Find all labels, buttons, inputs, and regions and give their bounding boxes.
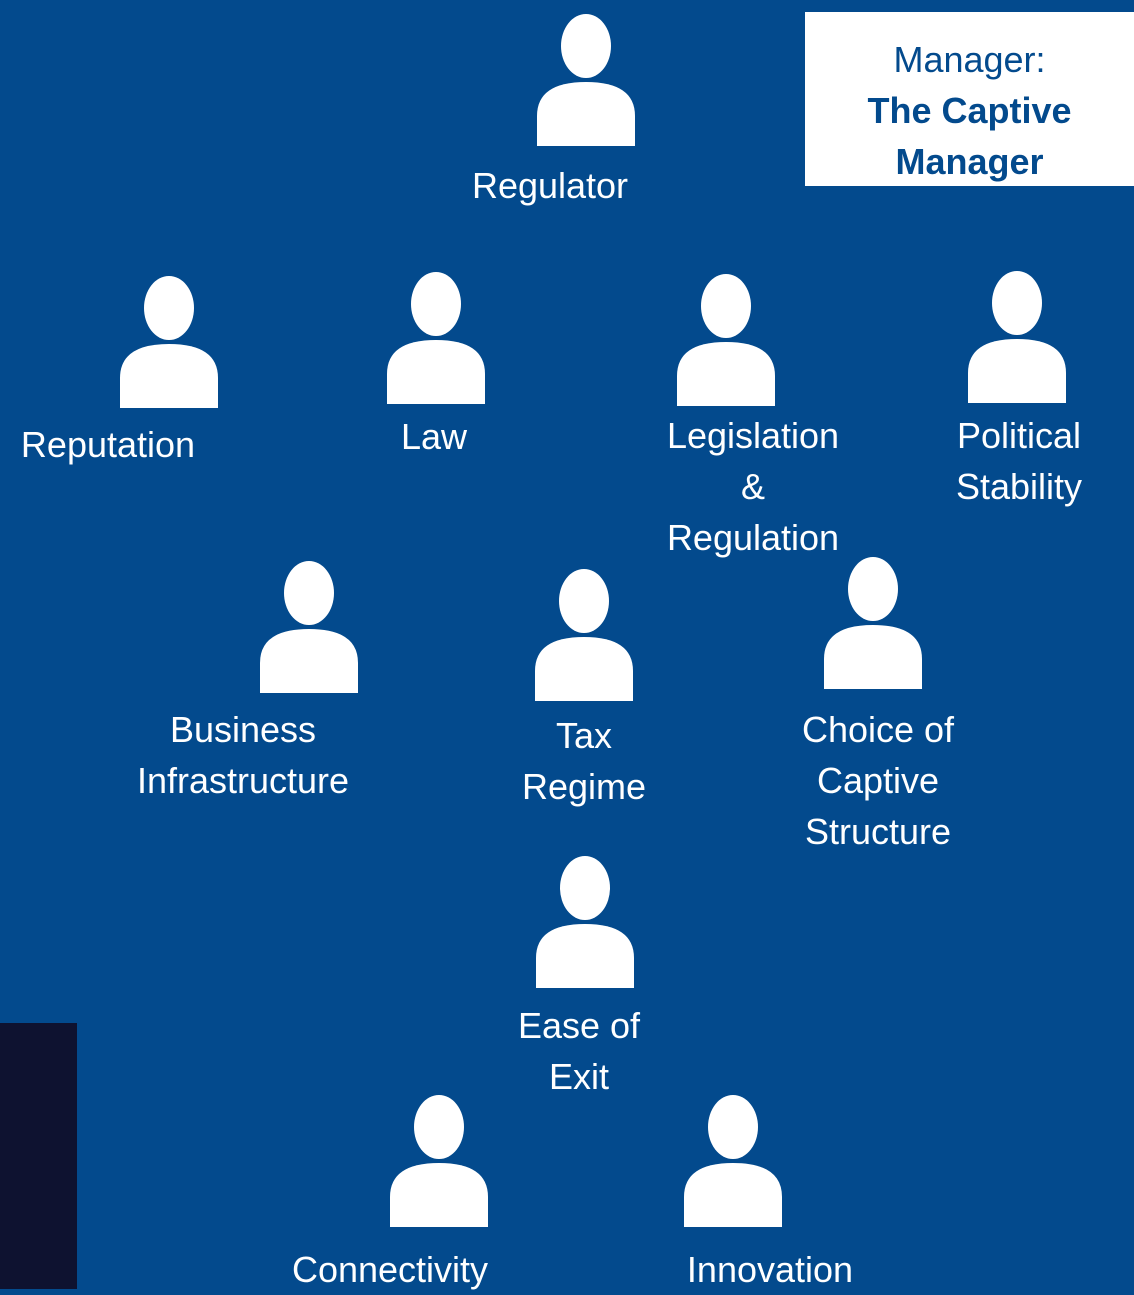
person-icon	[536, 856, 634, 988]
person-icon	[387, 272, 485, 404]
person-icon	[684, 1095, 782, 1227]
node-label-law: Law	[400, 416, 468, 457]
person-icon	[824, 557, 922, 689]
manager-box-name: The Captive Manager	[867, 90, 1072, 182]
manager-box-title: Manager:	[893, 39, 1046, 80]
node-label-exit: Ease of Exit	[517, 1005, 641, 1097]
node-label-business: Business Infrastructure	[136, 709, 350, 801]
manager-box: Manager: The Captive Manager	[805, 12, 1134, 186]
node-label-connectivity: Connectivity	[291, 1249, 489, 1290]
person-icon	[968, 271, 1066, 403]
dark-side-panel	[0, 1023, 77, 1289]
node-label-choice: Choice of Captive Structure	[801, 709, 955, 852]
node-label-tax: Tax Regime	[521, 715, 647, 807]
node-label-innovation: Innovation	[686, 1249, 854, 1290]
node-label-regulator: Regulator	[471, 165, 629, 206]
person-icon	[120, 276, 218, 408]
node-label-political: Political Stability	[955, 415, 1083, 507]
person-icon	[390, 1095, 488, 1227]
person-icon	[260, 561, 358, 693]
person-icon	[677, 274, 775, 406]
person-icon	[535, 569, 633, 701]
node-label-reputation: Reputation	[20, 424, 196, 465]
node-label-legislation: Legislation & Regulation	[666, 415, 840, 558]
person-icon	[537, 14, 635, 146]
